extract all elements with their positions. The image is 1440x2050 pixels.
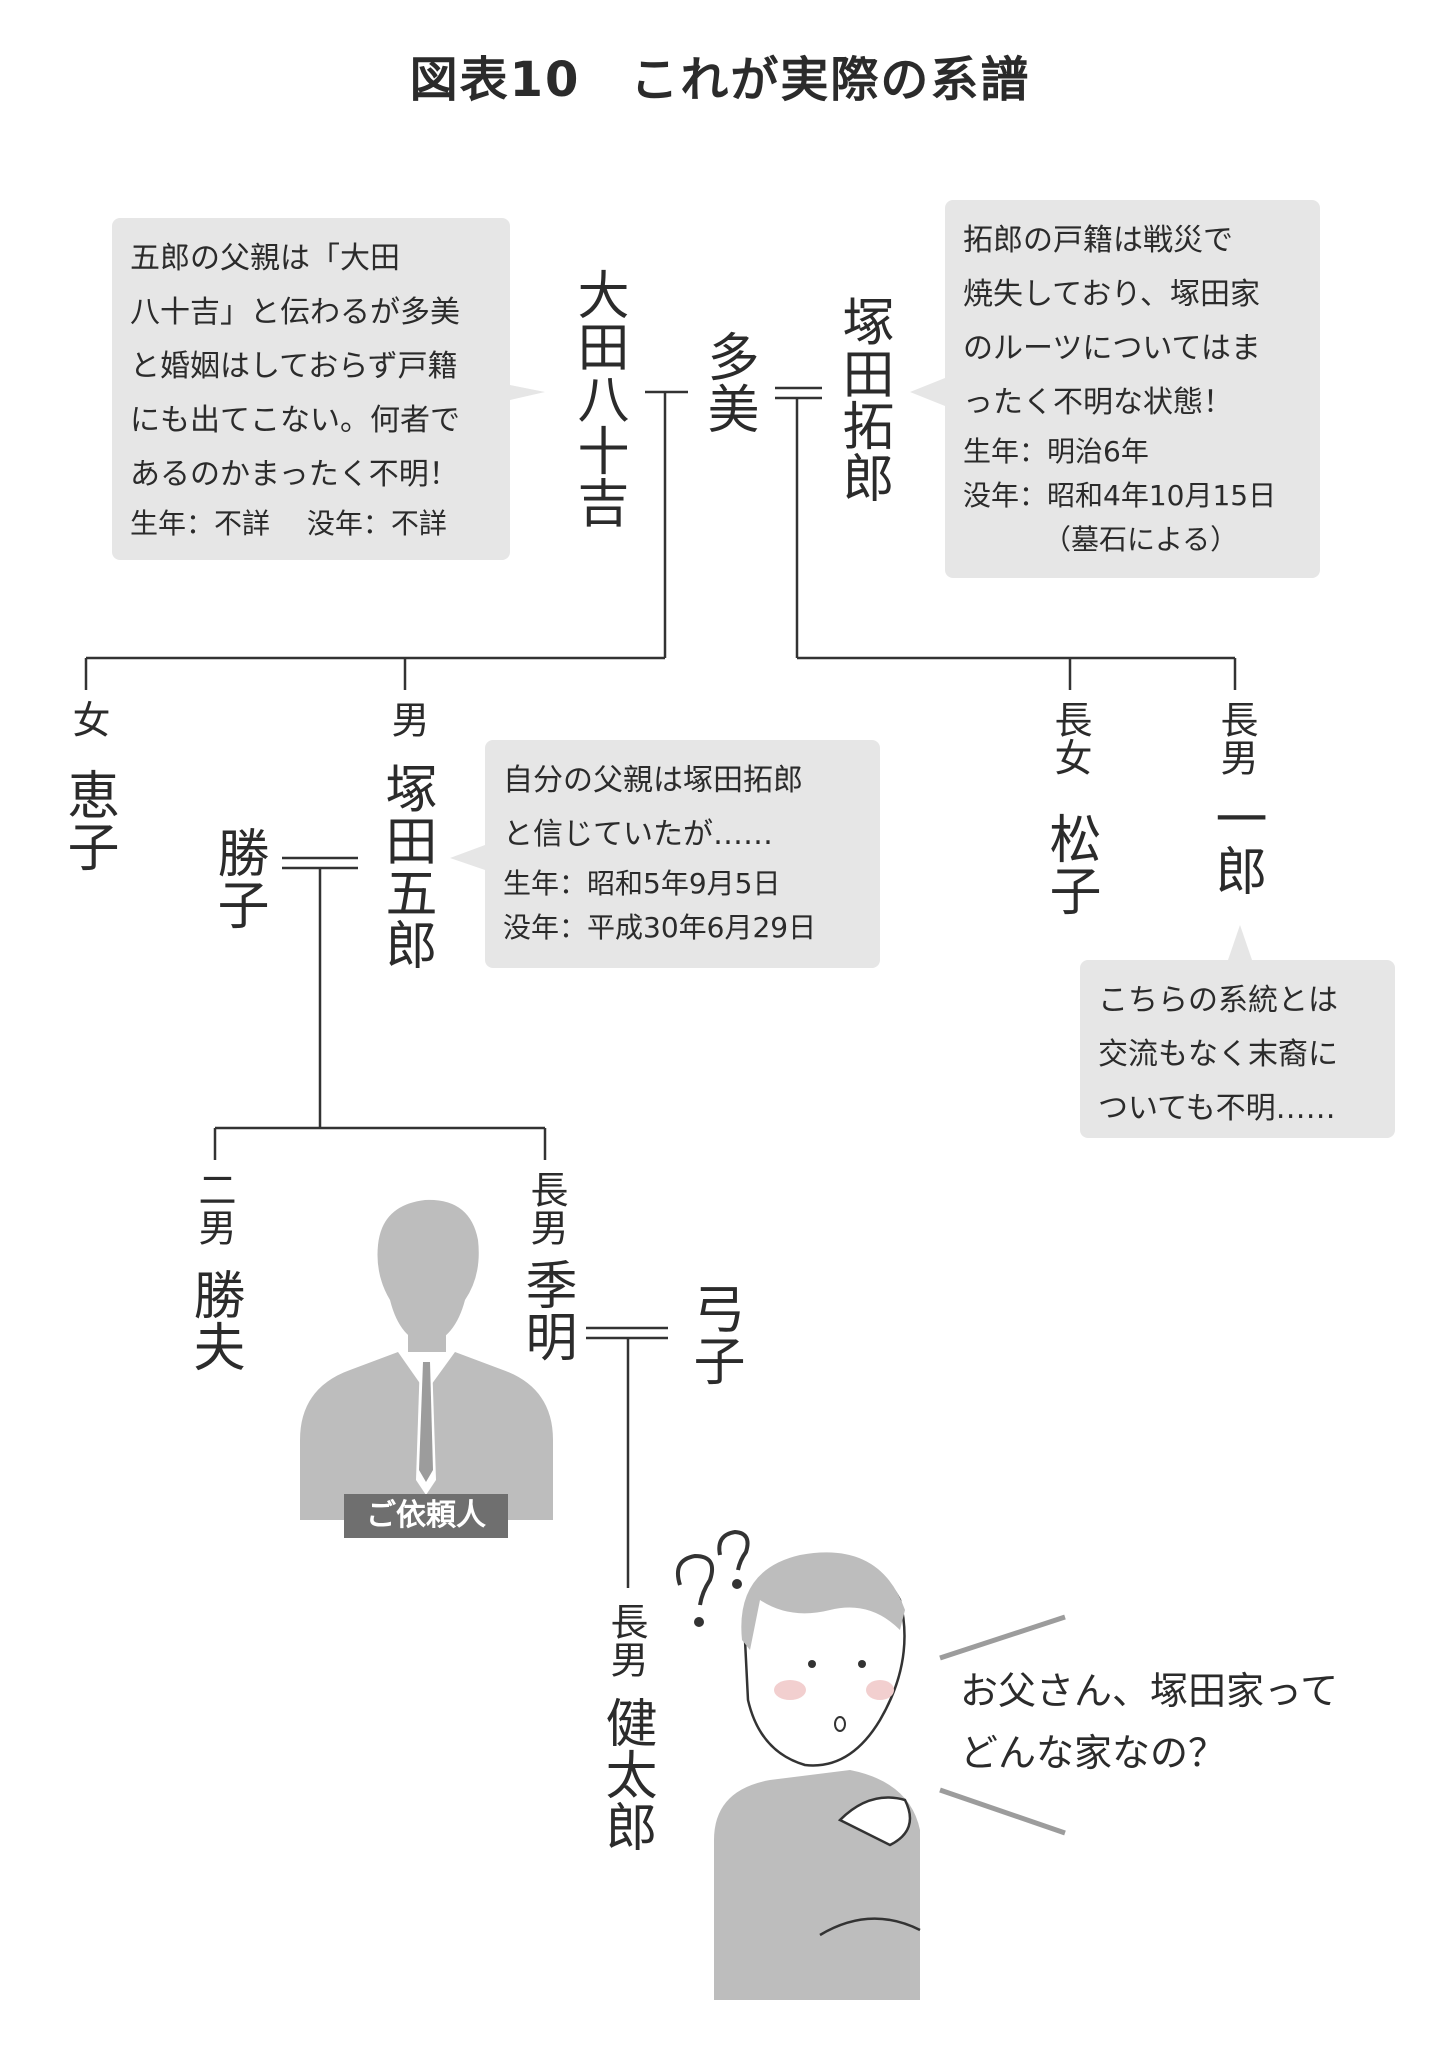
- rel-ichiro: 長男: [1214, 700, 1258, 776]
- note-line: こちらの系統とは: [1098, 983, 1338, 1018]
- note-death: 没年：平成30年6月29日: [503, 911, 817, 944]
- name-tsukada-goro: 塚田五郎: [376, 762, 436, 970]
- rel-goro: 男: [385, 700, 429, 738]
- note-death: 没年：昭和4年10月15日: [963, 479, 1277, 512]
- name-tsukada-takuro: 塚田拓郎: [833, 295, 893, 503]
- name-katsuko: 勝子: [208, 826, 268, 930]
- name-matsuko: 松子: [1040, 812, 1100, 916]
- client-label: ご依頼人: [344, 1494, 508, 1538]
- speech-lines-icon: [939, 1614, 1066, 1836]
- note-line: 拓郎の戸籍は戦災で: [963, 223, 1233, 258]
- rel-katsuo: 二男: [192, 1170, 236, 1246]
- rel-keiko: 女: [66, 700, 110, 738]
- rel-toshiaki: 長男: [524, 1170, 568, 1246]
- note-line: 焼失しており、塚田家: [963, 277, 1260, 312]
- note-source: （墓石による）: [1043, 523, 1239, 556]
- tail-takuro: [910, 378, 945, 406]
- client-shirt-icon: [398, 1352, 455, 1495]
- name-toshiaki: 季明: [516, 1258, 576, 1362]
- name-ichiro: 一郎: [1206, 792, 1266, 896]
- name-katsuo: 勝夫: [184, 1268, 244, 1372]
- note-birth: 生年：昭和5年9月5日: [503, 867, 781, 900]
- note-line: 自分の父親は塚田拓郎: [503, 763, 803, 798]
- speech-text: お父さん、塚田家って どんな家なの？: [960, 1660, 1338, 1784]
- tail-ichiro: [1228, 925, 1252, 960]
- note-line: と婚姻はしておらず戸籍: [130, 349, 458, 384]
- rel-kentaro: 長男: [604, 1602, 648, 1678]
- name-keiko: 恵子: [58, 768, 118, 872]
- note-line: ついても不明……: [1098, 1091, 1336, 1126]
- note-ichiro-line: こちらの系統とは 交流もなく末裔に ついても不明……: [1080, 960, 1395, 1138]
- note-goro: 自分の父親は塚田拓郎 と信じていたが…… 生年：昭和5年9月5日 没年：平成30…: [485, 740, 880, 968]
- note-dates: 生年：不詳 没年：不詳: [130, 507, 447, 540]
- speech-line: お父さん、塚田家って: [960, 1669, 1339, 1713]
- name-kentaro: 健太郎: [596, 1696, 656, 1852]
- note-goro-father: 五郎の父親は「大田 八十吉」と伝わるが多美 と婚姻はしておらず戸籍 にも出てこな…: [112, 218, 510, 560]
- note-line: にも出てこない。何者で: [130, 403, 460, 438]
- tail-goro-father: [510, 385, 545, 400]
- name-tami: 多美: [698, 330, 758, 434]
- child-figure-icon: [714, 1552, 921, 2000]
- note-line: のルーツについてはま: [963, 331, 1261, 366]
- note-line: と信じていたが……: [503, 817, 773, 852]
- note-takuro: 拓郎の戸籍は戦災で 焼失しており、塚田家 のルーツについてはま ったく不明な状態…: [945, 200, 1320, 578]
- question-marks-icon: [675, 1529, 750, 1627]
- name-ota-yasokichi: 大田八十吉: [568, 268, 628, 528]
- rel-matsuko: 長女: [1048, 700, 1092, 776]
- note-line: あるのかまったく不明！: [130, 457, 459, 492]
- diagram-title: 図表10 これが実際の系譜: [409, 52, 1031, 108]
- name-yumiko: 弓子: [684, 1282, 744, 1386]
- note-line: 五郎の父親は「大田: [130, 241, 400, 276]
- tail-goro: [450, 845, 485, 870]
- note-line: 八十吉」と伝わるが多美: [130, 295, 460, 330]
- note-line: ったく不明な状態！: [963, 385, 1233, 420]
- note-line: 交流もなく末裔に: [1098, 1037, 1338, 1072]
- speech-line: どんな家なの？: [960, 1731, 1227, 1775]
- note-birth: 生年：明治6年: [963, 435, 1149, 468]
